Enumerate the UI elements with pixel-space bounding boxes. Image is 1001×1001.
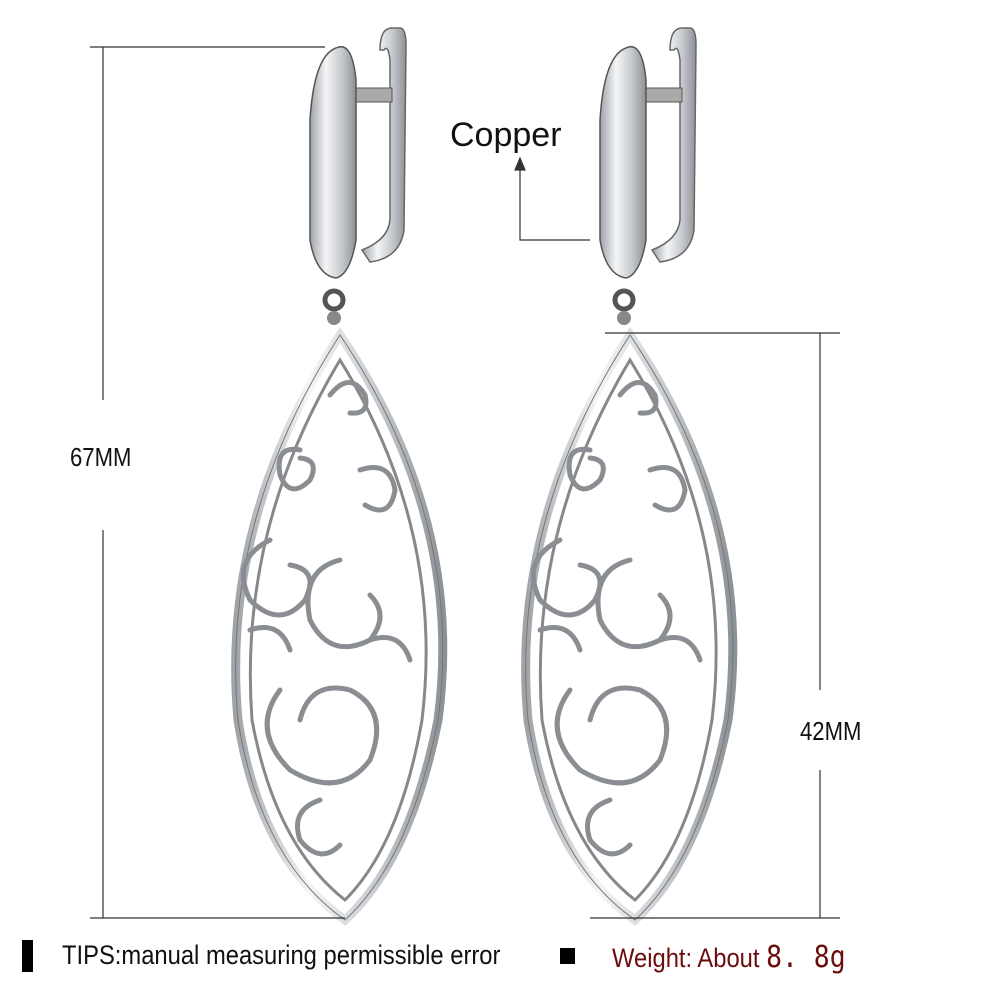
total-length-label: 67MM (70, 442, 132, 472)
bullet-bar-icon (22, 940, 33, 972)
bullet-square-icon (560, 948, 575, 964)
pendant-length-label: 42MM (800, 716, 862, 746)
weight-text: Weight: About 8. 8g (612, 940, 846, 975)
dimension-lines (90, 46, 840, 919)
weight-value: 8. 8g (766, 940, 846, 975)
right-earring (526, 28, 733, 920)
tips-text: TIPS:manual measuring permissible error (62, 940, 501, 970)
material-label: Copper (450, 116, 562, 154)
weight-label: Weight: About (612, 943, 760, 973)
left-earring (236, 28, 443, 920)
